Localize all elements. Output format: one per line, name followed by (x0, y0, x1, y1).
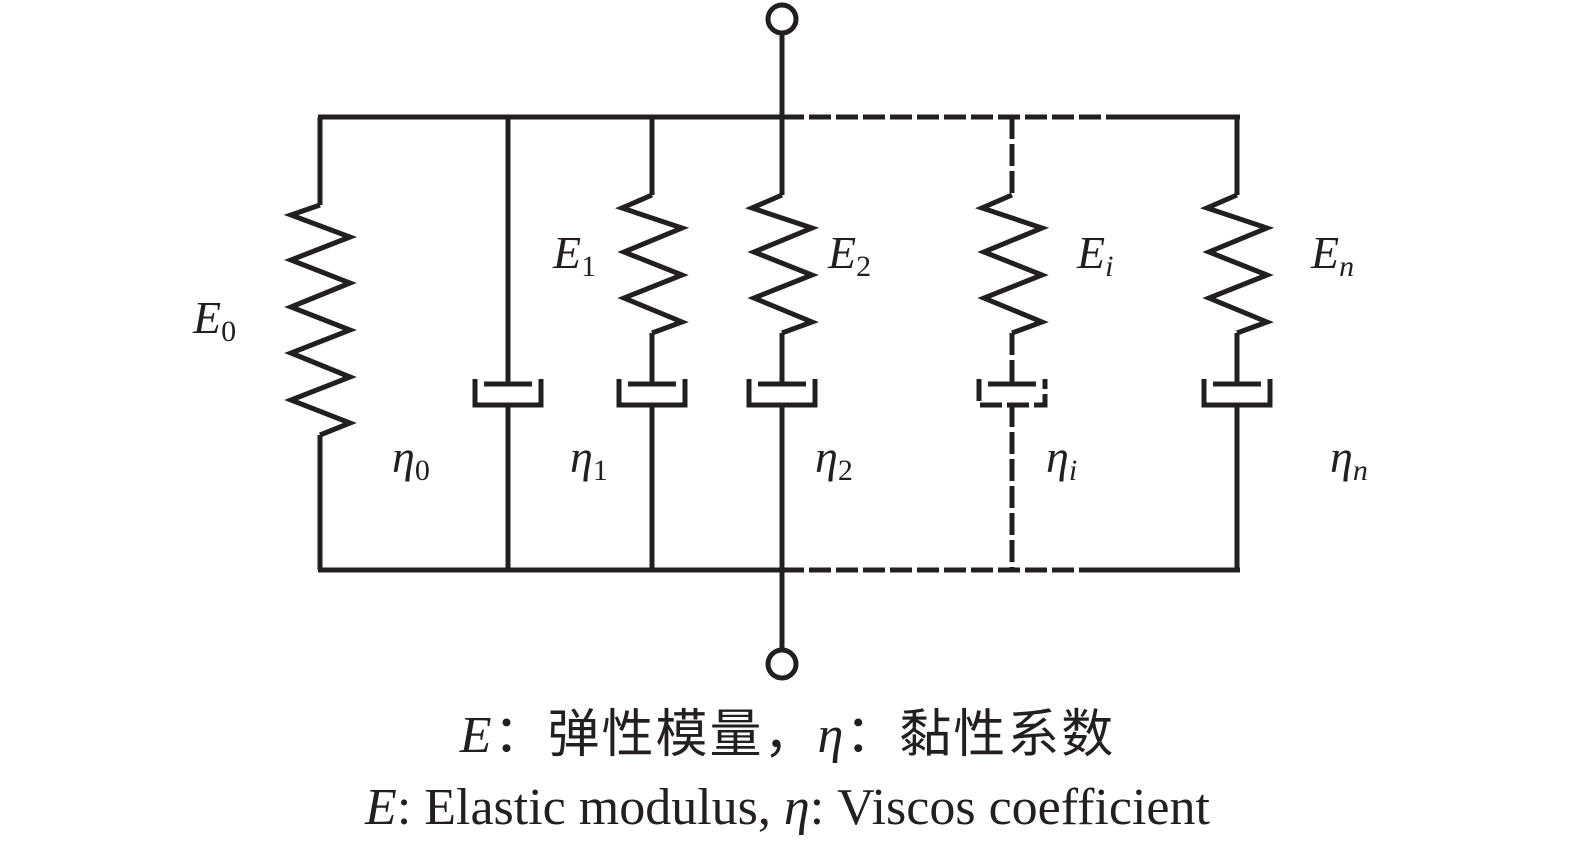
dashpot-etai-icon (976, 379, 1048, 408)
caption-zh-elastic-modulus: ：弹性模量， (493, 707, 818, 764)
dashpot-eta1-icon (616, 379, 688, 408)
branch-spring-E0 (283, 117, 358, 570)
caption-zh-symbol-eta: η (817, 707, 846, 764)
spring-En-icon (1200, 192, 1275, 336)
spring-Ei-icon (975, 192, 1050, 336)
label-E1: E1 (552, 227, 596, 283)
branch-Ei-etai (975, 117, 1050, 570)
spring-E1-icon (615, 192, 690, 336)
caption-english: E: Elastic modulus, η: Viscos coefficien… (0, 778, 1575, 838)
spring-E2-icon (745, 192, 820, 336)
label-etan: ηn (1330, 431, 1368, 487)
label-En: En (1310, 227, 1354, 283)
label-Ei: Ei (1076, 227, 1113, 283)
label-eta2: η2 (815, 431, 853, 487)
dashpot-etan-icon (1201, 379, 1273, 408)
dashpot-eta2-icon (746, 379, 818, 408)
label-E2: E2 (827, 227, 871, 283)
caption-en-symbol-eta: η (783, 779, 810, 836)
dashpot-eta0-icon (472, 379, 544, 408)
top-terminal-icon (765, 2, 799, 36)
branch-En-etan (1200, 117, 1275, 570)
caption-zh-viscous-coefficient: ：黏性系数 (845, 707, 1116, 764)
branch-E2-eta2 (745, 117, 820, 570)
branch-dashpot-eta0 (472, 117, 544, 570)
label-E0: E0 (192, 292, 236, 348)
caption-en-symbol-E: E (365, 779, 397, 836)
caption-zh-symbol-E: E (459, 707, 494, 764)
caption-en-viscous-coefficient: : Viscos coefficient (809, 779, 1210, 836)
label-eta1: η1 (570, 431, 608, 487)
label-eta0: η0 (392, 431, 430, 487)
spring-E0-icon (283, 202, 358, 438)
caption-chinese: E：弹性模量，η：黏性系数 (0, 706, 1575, 766)
branch-E1-eta1 (615, 117, 690, 570)
label-etai: ηi (1046, 431, 1077, 487)
bottom-terminal-icon (765, 647, 799, 681)
caption-en-elastic-modulus: : Elastic modulus, (396, 779, 784, 836)
